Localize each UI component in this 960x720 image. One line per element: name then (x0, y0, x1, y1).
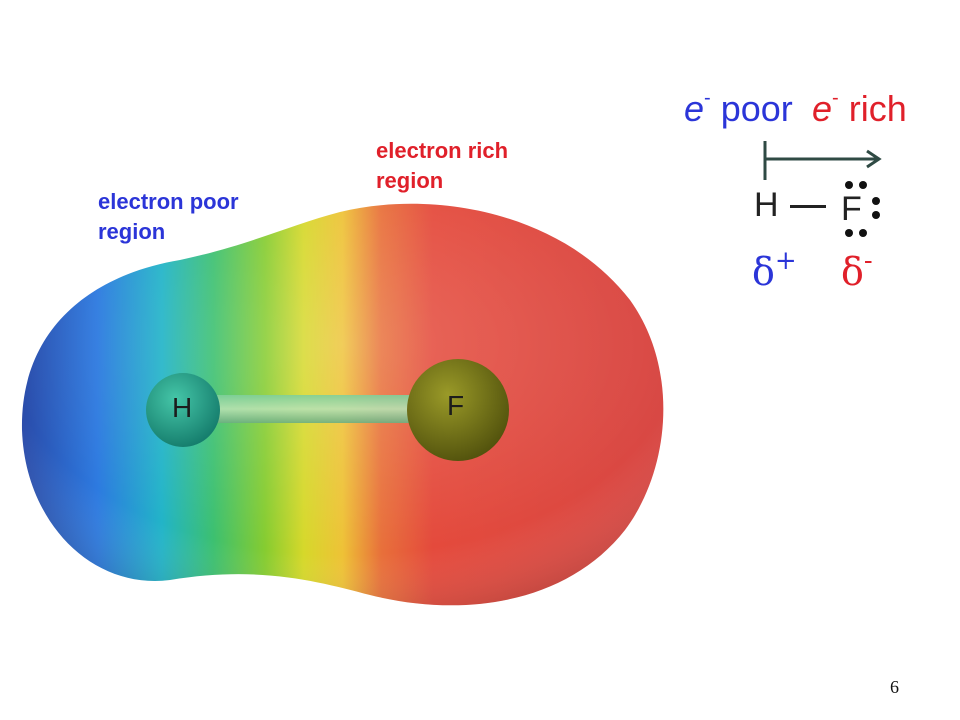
lone-pair-dot (872, 211, 880, 219)
lone-pair-dot (845, 229, 853, 237)
electron-poor-heading: e- poor (684, 80, 793, 131)
poor-word: poor (710, 88, 793, 129)
lone-pair-dot (859, 229, 867, 237)
electron-symbol: e (684, 88, 705, 129)
lewis-fluorine: F (841, 190, 862, 228)
electron-rich-region-label: electron rich region (376, 136, 508, 196)
electron-poor-region-label: electron poor region (98, 187, 239, 247)
hydrogen-atom-ball (146, 373, 220, 447)
electron-rich-line1: electron rich (376, 138, 509, 163)
fluorine-atom-ball (407, 359, 509, 461)
h-f-bond (205, 395, 430, 423)
charge-superscript: - (832, 87, 839, 109)
electrostatic-potential-map (21, 203, 664, 606)
minus-sign: - (863, 246, 873, 276)
lone-pair-dot (845, 181, 853, 189)
lewis-bond-line (790, 205, 826, 208)
charge-superscript: - (704, 87, 711, 109)
dipole-arrow-head (866, 149, 882, 169)
electron-rich-line2: region (376, 168, 444, 193)
electron-symbol: e (812, 88, 833, 129)
electron-poor-line2: region (98, 219, 166, 244)
delta-symbol: δ (841, 249, 864, 294)
partial-negative-charge: δ- (841, 246, 873, 294)
page-number: 6 (890, 677, 899, 697)
delta-symbol: δ (752, 249, 775, 294)
lewis-hydrogen: H (754, 186, 779, 224)
hydrogen-atom-label: H (172, 392, 193, 423)
rich-word: rich (838, 88, 907, 129)
fluorine-atom-label: F (447, 390, 465, 421)
lone-pair-dot (859, 181, 867, 189)
lone-pair-dot (872, 197, 880, 205)
plus-sign: + (774, 246, 797, 276)
electron-poor-line1: electron poor (98, 189, 239, 214)
electron-rich-heading: e- rich (812, 80, 907, 131)
dipole-arrow (763, 141, 882, 180)
partial-positive-charge: δ+ (752, 246, 797, 294)
